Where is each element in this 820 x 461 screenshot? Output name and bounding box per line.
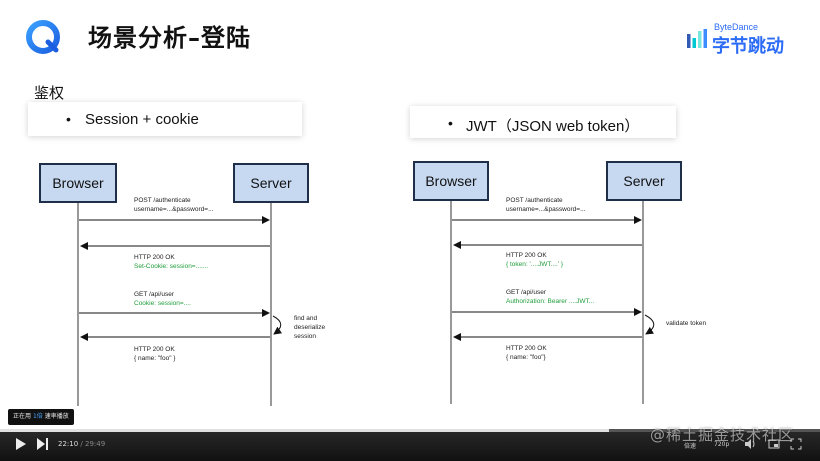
progress-fill — [0, 429, 610, 432]
step3-line1: GET /api/user — [506, 289, 547, 296]
browser-actor: Browser — [39, 163, 117, 203]
bullet-dot: • — [66, 111, 71, 127]
bullet-dot: • — [448, 115, 453, 131]
note-line2: deserialize — [294, 324, 325, 331]
session-cookie-sequence-diagram: Browser Server POST /authenticate userna… — [39, 163, 325, 406]
server-actor: Server — [606, 161, 682, 201]
step2-line1: HTTP 200 OK — [134, 254, 175, 261]
page-title: 场景分析–登陆 — [88, 24, 251, 52]
section-label: 鉴权 — [34, 84, 65, 102]
step3-line1: GET /api/user — [134, 291, 175, 298]
step4-line2: { name: "foo" } — [134, 355, 176, 362]
step4-line2: { name: "foo"} — [506, 354, 546, 361]
video-control-bar — [0, 429, 820, 461]
browser-actor: Browser — [413, 161, 489, 201]
jwt-sequence-diagram: Browser Server POST /authenticate userna… — [413, 161, 706, 404]
step4-line1: HTTP 200 OK — [134, 346, 175, 353]
fullscreen-icon[interactable] — [790, 438, 802, 450]
app-logo-icon — [26, 20, 60, 54]
speed-button[interactable]: 倍速 — [684, 443, 697, 450]
browser-label: Browser — [425, 173, 477, 189]
step2-line2: Set-Cookie: session=....... — [134, 263, 208, 270]
server-label: Server — [250, 175, 292, 191]
self-process-arrow — [272, 315, 283, 335]
play-icon[interactable] — [14, 436, 28, 452]
session-cookie-box: • Session + cookie — [28, 102, 302, 136]
step3-line2: Authorization: Bearer ....JWT... — [506, 298, 594, 305]
session-cookie-label: Session + cookie — [85, 111, 199, 128]
browser-label: Browser — [52, 175, 104, 191]
volume-icon[interactable] — [744, 438, 756, 450]
step4-line1: HTTP 200 OK — [506, 345, 547, 352]
note-line3: session — [294, 333, 316, 340]
bytedance-brand: ByteDance 字节跳动 — [686, 22, 798, 57]
bytedance-logo-icon — [687, 29, 707, 48]
jwt-label: JWT（JSON web token） — [466, 118, 640, 135]
step2-line1: HTTP 200 OK — [506, 252, 547, 259]
playback-speed-tooltip: 正在用 1倍 速率播放 — [8, 409, 74, 425]
step1-line2: username=...&password=... — [134, 206, 214, 213]
duration: 29:49 — [85, 440, 106, 448]
watermark: @稀土掘金技术社区 — [650, 426, 795, 444]
note-line1: validate token — [666, 320, 706, 327]
speed-tip-prefix: 正在用 — [13, 413, 32, 420]
time-display: 22:10 / 29:49 — [58, 440, 106, 448]
note-line1: find and — [294, 315, 318, 322]
self-process-arrow — [644, 314, 655, 335]
step1-line2: username=...&password=... — [506, 206, 586, 213]
current-time: 22:10 — [58, 440, 79, 448]
server-label: Server — [623, 173, 665, 189]
speed-tip-suffix: 速率播放 — [44, 413, 69, 420]
next-icon[interactable] — [36, 436, 50, 452]
step1-line1: POST /authenticate — [134, 197, 191, 204]
brand-small-text: ByteDance — [714, 22, 759, 32]
step1-line1: POST /authenticate — [506, 197, 563, 204]
resolution-button[interactable]: 720p — [714, 441, 730, 448]
step2-line2: { token: '....JWT....' } — [506, 261, 564, 268]
step3-line2: Cookie: session=.... — [134, 300, 191, 307]
brand-name: 字节跳动 — [712, 36, 784, 57]
pip-icon[interactable] — [768, 438, 780, 450]
server-actor: Server — [233, 163, 309, 203]
progress-bar[interactable] — [0, 429, 820, 432]
jwt-box: • JWT（JSON web token） — [410, 106, 676, 138]
speed-tip-value: 1倍 — [32, 413, 43, 420]
